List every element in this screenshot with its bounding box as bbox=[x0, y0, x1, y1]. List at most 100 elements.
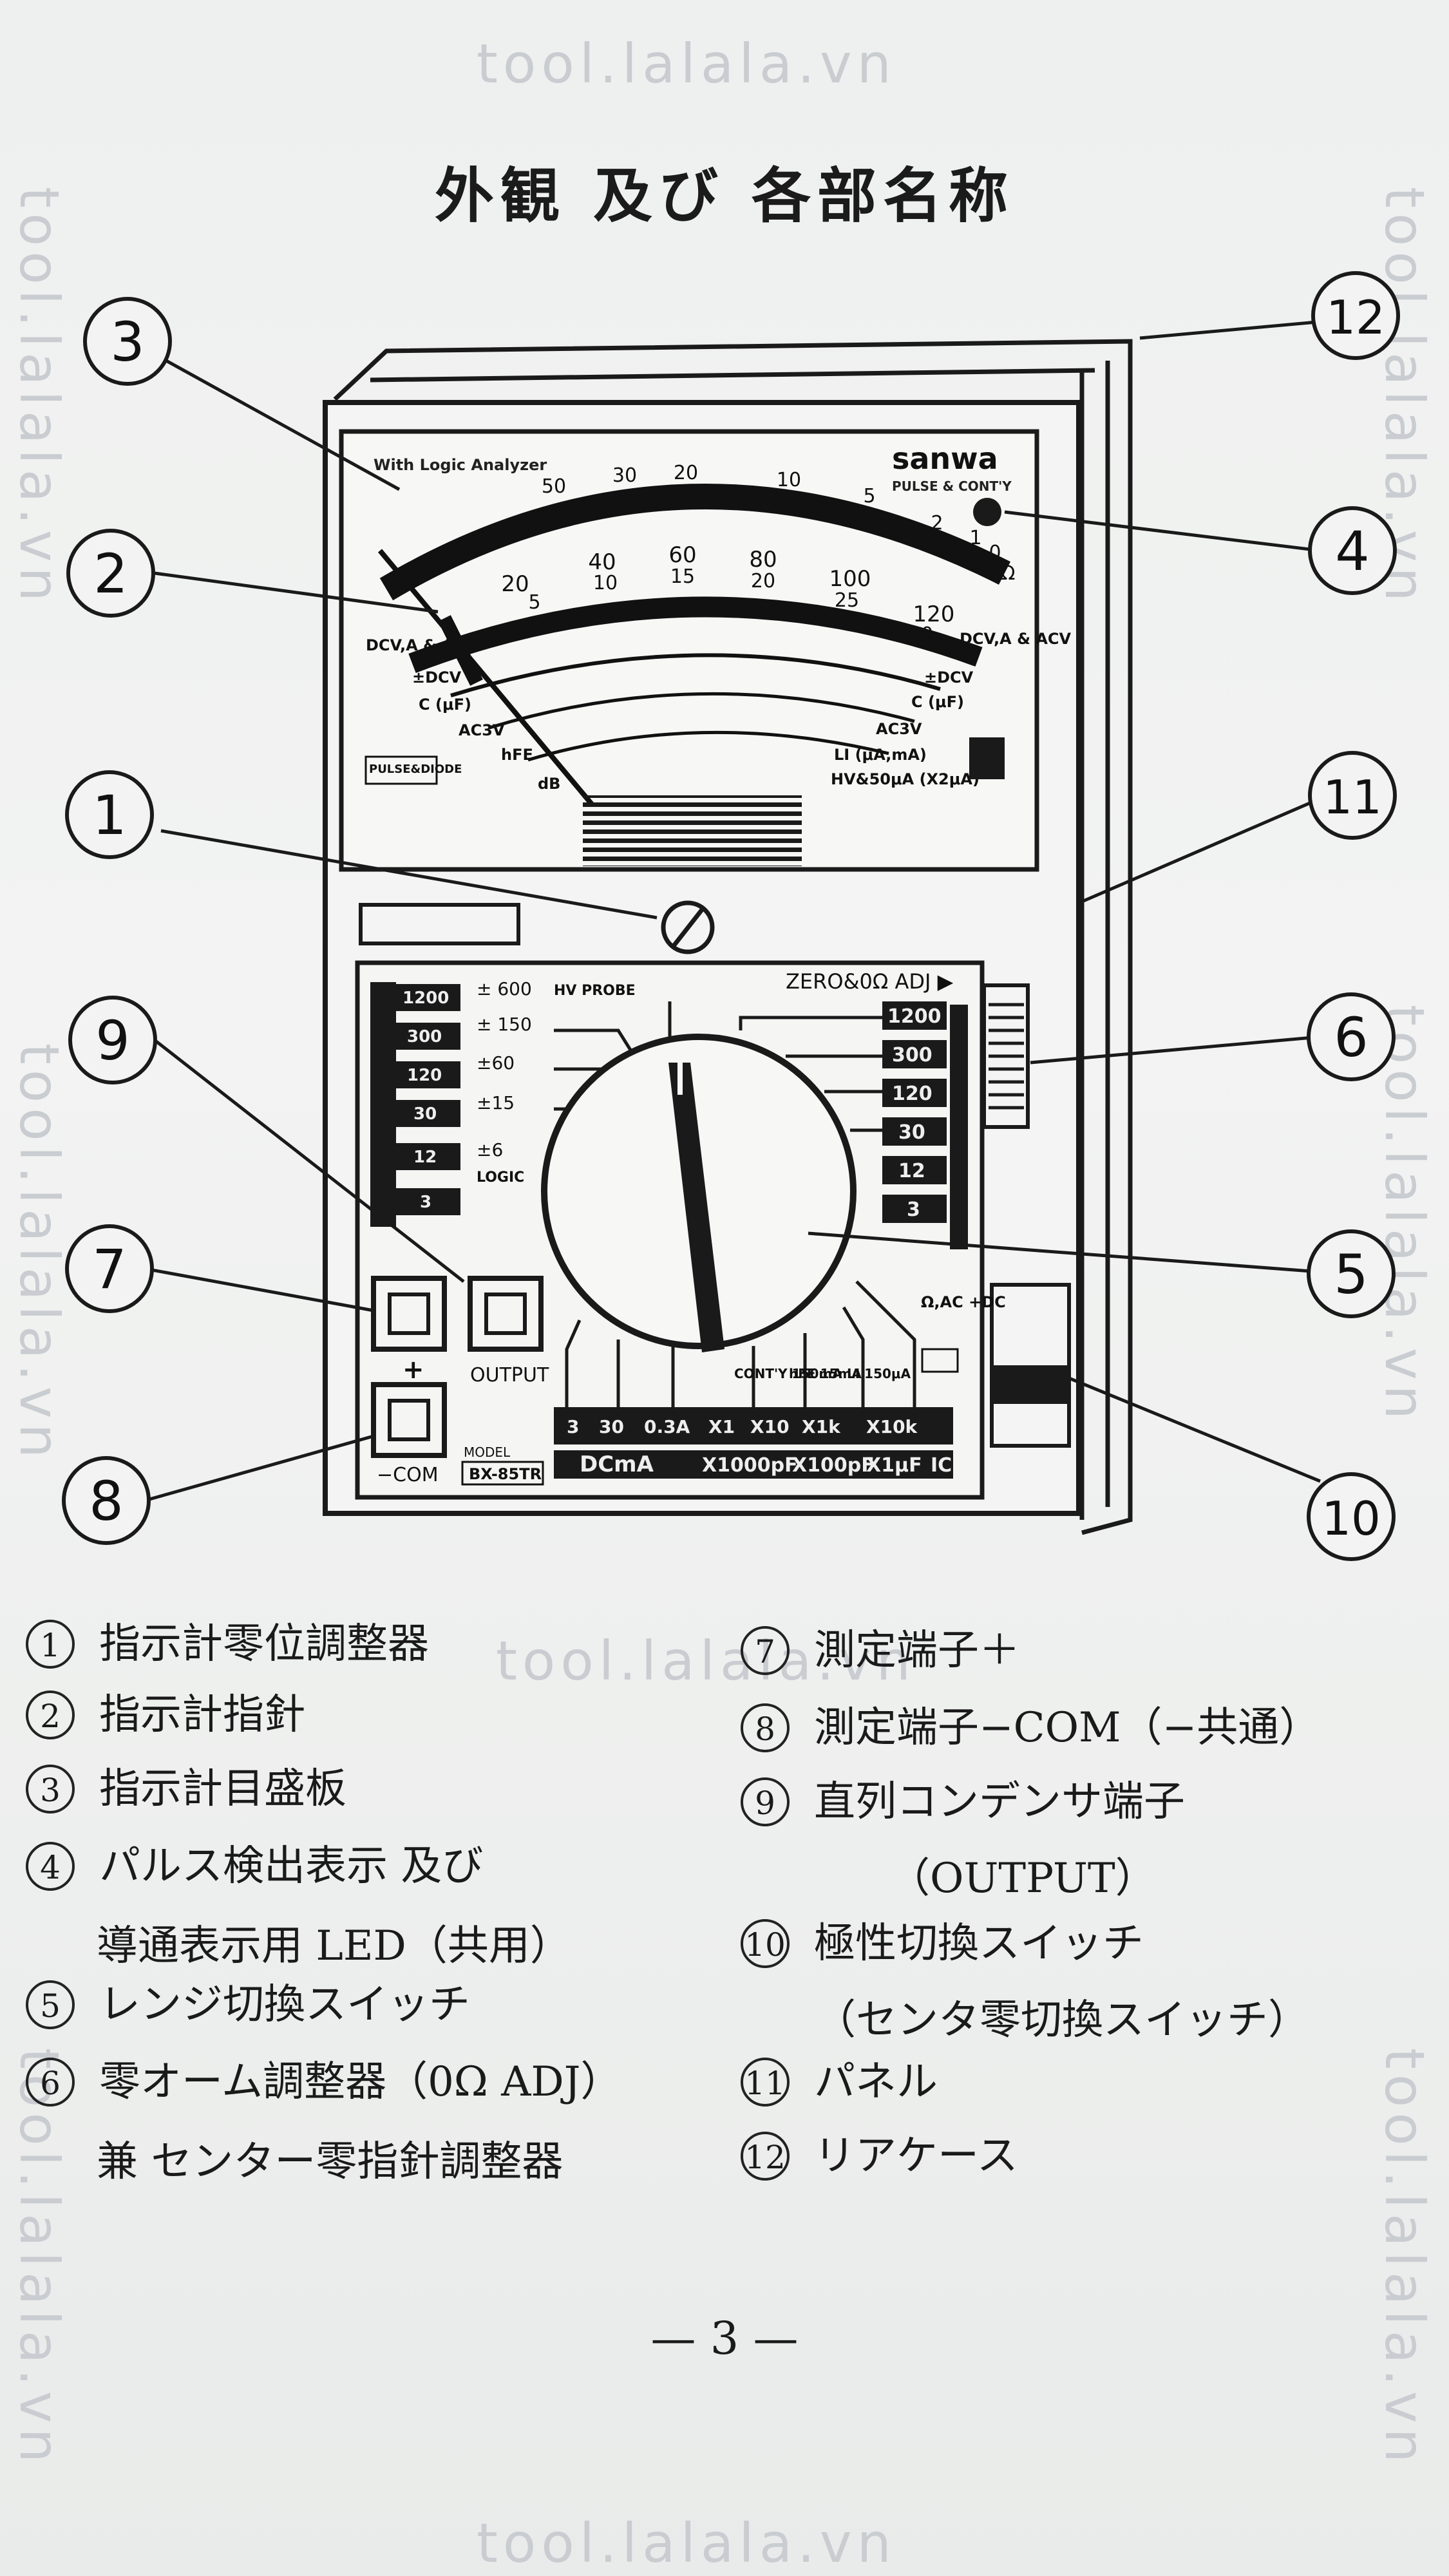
dcv-scale-labels-2: 5 10 15 20 25 30 bbox=[528, 565, 933, 646]
watermark-left-3: tool.lalala.vn bbox=[8, 2048, 71, 2468]
svg-text:0: 0 bbox=[989, 542, 1001, 564]
range-pointer-lines bbox=[554, 1001, 916, 1407]
page-title: 外観 及び 各部名称 bbox=[434, 161, 1015, 231]
zero-adj-label: ZERO&0Ω ADJ ▶ bbox=[786, 969, 954, 994]
output-label: OUTPUT bbox=[470, 1364, 549, 1387]
ohm-scale-labels: 50 30 20 10 5 2 1 0 Ω bbox=[542, 462, 1016, 585]
li-scale-arc bbox=[527, 730, 889, 762]
svg-text:± 600: ± 600 bbox=[477, 978, 532, 999]
svg-text:X10k: X10k bbox=[866, 1416, 918, 1437]
svg-text:20: 20 bbox=[751, 570, 775, 592]
zero-ohm-adjust-wheel[interactable] bbox=[982, 983, 1030, 1129]
svg-text:0.3A: 0.3A bbox=[644, 1416, 690, 1437]
label-ac3v-left: AC3V bbox=[459, 721, 505, 739]
conty-label: CONT'Y 150mA bbox=[734, 1366, 842, 1381]
name-plate-window bbox=[359, 903, 520, 945]
svg-text:50: 50 bbox=[542, 475, 566, 498]
svg-text:2: 2 bbox=[93, 542, 128, 605]
svg-text:60: 60 bbox=[668, 542, 696, 568]
svg-text:30: 30 bbox=[898, 1121, 925, 1144]
callout-markers: 1 2 3 4 5 6 7 8 9 10 11 12 bbox=[62, 271, 1400, 1561]
meter-needle bbox=[377, 549, 595, 807]
brand-logo: sanwa bbox=[892, 441, 998, 476]
part-4-continued: 導通表示用 LED（共用） bbox=[97, 1922, 571, 1970]
svg-text:1: 1 bbox=[969, 527, 981, 549]
svg-text:LOGIC: LOGIC bbox=[477, 1170, 524, 1186]
svg-text:12: 12 bbox=[898, 1160, 925, 1182]
svg-text:7: 7 bbox=[92, 1238, 126, 1301]
zero-adjust-screw[interactable] bbox=[661, 900, 715, 954]
svg-text:5: 5 bbox=[1334, 1243, 1368, 1306]
svg-text:12: 12 bbox=[413, 1148, 437, 1167]
rear-case bbox=[333, 339, 1133, 1535]
svg-text:DCmA: DCmA bbox=[580, 1452, 654, 1477]
svg-text:25: 25 bbox=[835, 589, 859, 612]
part-6-continued: 兼 センター零指針調整器 bbox=[97, 2138, 564, 2186]
svg-text:3: 3 bbox=[907, 1198, 920, 1221]
callout-8: 8 bbox=[62, 1456, 151, 1545]
callout-3: 3 bbox=[83, 297, 172, 386]
plus-terminal[interactable] bbox=[371, 1276, 447, 1352]
svg-text:±15: ±15 bbox=[477, 1092, 515, 1113]
svg-text:9: 9 bbox=[95, 1009, 129, 1072]
label-db: dB bbox=[538, 775, 560, 793]
svg-text:15: 15 bbox=[670, 565, 695, 588]
mirror-grille bbox=[583, 795, 802, 866]
svg-text:300: 300 bbox=[407, 1027, 442, 1046]
svg-text:300: 300 bbox=[892, 1044, 933, 1066]
right-range-column: 1200 300 120 30 12 3 bbox=[882, 1001, 968, 1249]
com-terminal[interactable] bbox=[371, 1382, 447, 1458]
svg-text:5: 5 bbox=[528, 591, 540, 614]
label-pulse-diode: PULSE&DIODE bbox=[369, 762, 462, 776]
label-ac3v-right: AC3V bbox=[876, 720, 922, 738]
led-indicator bbox=[973, 498, 1001, 526]
svg-text:30: 30 bbox=[413, 1104, 437, 1124]
output-terminal[interactable] bbox=[468, 1276, 544, 1352]
brand-subtitle: PULSE & CONT'Y bbox=[892, 478, 1012, 494]
label-pmdcv-right: ±DCV bbox=[924, 668, 974, 687]
com-label: −COM bbox=[377, 1464, 439, 1486]
left-range-column: 1200 300 120 30 12 3 bbox=[370, 982, 460, 1227]
omega-ac-dc-label: Ω,AC +DC bbox=[921, 1293, 1006, 1311]
range-selector-knob[interactable] bbox=[541, 1034, 857, 1352]
svg-text:120: 120 bbox=[892, 1083, 933, 1105]
callout-7: 7 bbox=[65, 1224, 154, 1313]
dcv-scale-labels: 20 40 60 80 100 120 bbox=[501, 542, 954, 627]
svg-text:120: 120 bbox=[407, 1066, 442, 1085]
label-dcv-right: DCV,A & ACV bbox=[960, 630, 1072, 648]
svg-text:±6: ±6 bbox=[477, 1139, 503, 1160]
svg-text:12: 12 bbox=[1326, 290, 1385, 345]
svg-text:120: 120 bbox=[913, 601, 955, 627]
svg-text:1200: 1200 bbox=[402, 989, 449, 1008]
dcv-scale-band bbox=[408, 596, 983, 673]
ohm-scale-band bbox=[379, 483, 1011, 601]
callout-10: 10 bbox=[1307, 1472, 1396, 1561]
polarity-switch[interactable]: Ω,AC +DC bbox=[921, 1283, 1071, 1448]
model-label: MODEL bbox=[464, 1444, 511, 1460]
label-cuf-left: C (μF) bbox=[419, 696, 471, 714]
svg-text:30: 30 bbox=[599, 1416, 624, 1437]
callout-6: 6 bbox=[1307, 992, 1396, 1081]
label-hv: HV&50μA (X2μA) bbox=[831, 770, 980, 788]
svg-text:2: 2 bbox=[931, 512, 943, 535]
multimeter-diagram: With Logic Analyzer sanwa PULSE & CONT'Y… bbox=[62, 271, 1400, 1561]
logic-analyzer-label: With Logic Analyzer bbox=[374, 456, 547, 474]
svg-text:20: 20 bbox=[674, 462, 698, 484]
svg-text:X100pF: X100pF bbox=[792, 1454, 875, 1477]
svg-text:X1μF: X1μF bbox=[866, 1454, 922, 1477]
svg-text:X10: X10 bbox=[750, 1416, 790, 1437]
plus-label: + bbox=[402, 1355, 424, 1385]
svg-text:X1000pF: X1000pF bbox=[702, 1454, 798, 1477]
svg-text:10: 10 bbox=[1321, 1492, 1381, 1546]
callout-4: 4 bbox=[1308, 506, 1397, 595]
model-value: BX-85TR bbox=[469, 1465, 542, 1483]
callout-12: 12 bbox=[1311, 271, 1400, 360]
watermark-center: tool.lalala.vn bbox=[496, 1629, 916, 1692]
